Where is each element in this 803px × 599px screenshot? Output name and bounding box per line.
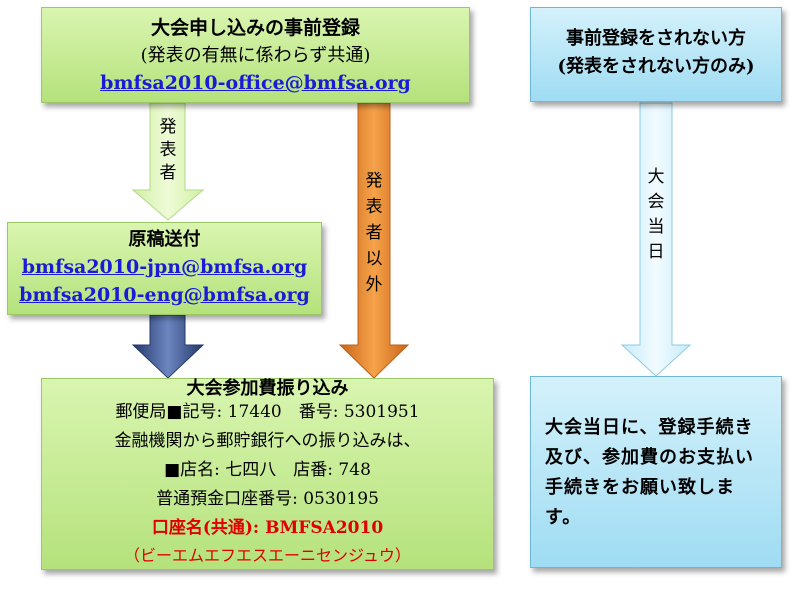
day-of-arrow-label: 大 会 当 日: [647, 167, 665, 262]
fee-title: 大会参加費振り込み: [186, 378, 349, 399]
registration-title: 大会申し込みの事前登録: [150, 17, 360, 39]
onsite-instructions: 大会当日に、登録手続き及び、参加費のお支払い手続きをお願い致します。: [545, 417, 754, 528]
manuscript-box: 原稿送付 bmfsa2010-jpn@bmfsa.org bmfsa2010-e…: [7, 222, 322, 315]
onsite-box: 大会当日に、登録手続き及び、参加費のお支払い手続きをお願い致します。: [530, 376, 782, 568]
fee-account-name-line: 口座名(共通): BMFSA2010: [151, 518, 384, 538]
presenter-arrow-label: 発 表 者: [159, 117, 177, 183]
fee-branch-line: ■店名: 七四八 店番: 748: [164, 460, 371, 480]
registration-subtitle: (発表の有無に係わらず共通): [140, 45, 371, 66]
non-presenter-arrow: [338, 102, 410, 379]
fee-account-name-kana: （ビーエムエフエスエーニセンジュウ）: [124, 546, 411, 565]
fee-account-number-line: 普通預金口座番号: 0530195: [156, 489, 379, 509]
no-preregistration-subtitle: (発表をされない方のみ): [557, 56, 755, 77]
non-presenter-arrow-label: 発 表 者 以 外: [365, 171, 383, 295]
registration-email-link[interactable]: bmfsa2010-office@bmfsa.org: [100, 72, 411, 94]
manuscript-email-eng-link[interactable]: bmfsa2010-eng@bmfsa.org: [19, 284, 310, 306]
no-preregistration-title: 事前登録をされない方: [566, 28, 746, 49]
no-preregistration-box: 事前登録をされない方 (発表をされない方のみ): [530, 7, 782, 102]
fee-box: 大会参加費振り込み 郵便局■記号: 17440 番号: 5301951 金融機関…: [41, 378, 494, 570]
manuscript-arrow: [131, 314, 205, 379]
fee-postal-line: 郵便局■記号: 17440 番号: 5301951: [115, 402, 420, 422]
registration-box: 大会申し込みの事前登録 (発表の有無に係わらず共通) bmfsa2010-off…: [41, 7, 470, 103]
fee-bank-transfer-line: 金融機関から郵貯銀行への振り込みは、: [114, 431, 421, 451]
presenter-arrow: [131, 102, 205, 221]
manuscript-email-jpn-link[interactable]: bmfsa2010-jpn@bmfsa.org: [21, 256, 308, 278]
day-of-arrow: [620, 102, 692, 377]
manuscript-title: 原稿送付: [128, 229, 201, 250]
